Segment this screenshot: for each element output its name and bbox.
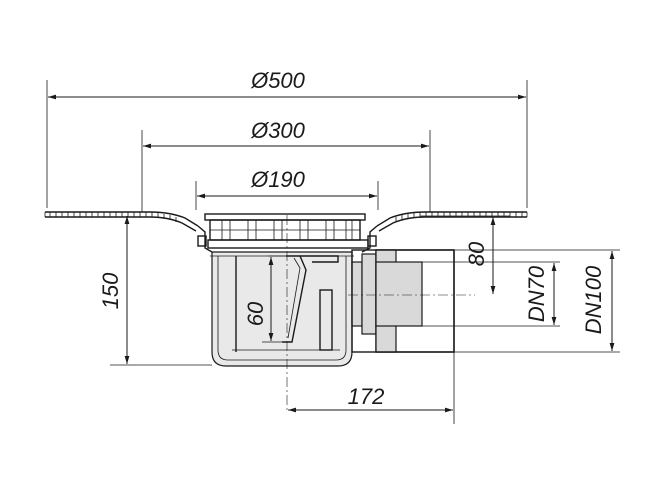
dimension-d500: Ø500 bbox=[46, 68, 528, 208]
dimension-h60-label: 60 bbox=[243, 301, 268, 326]
dimension-dn100-label: DN100 bbox=[581, 265, 606, 334]
dimension-d300: Ø300 bbox=[141, 118, 431, 212]
dimension-h150-label: 150 bbox=[98, 272, 123, 309]
flange-sheet bbox=[44, 211, 528, 232]
gully-body bbox=[210, 251, 354, 367]
dimension-dn70-label: DN70 bbox=[524, 265, 549, 322]
dimension-d500-label: Ø500 bbox=[250, 68, 306, 93]
outlet-pipe bbox=[351, 249, 455, 353]
perforation-right bbox=[395, 212, 523, 222]
dimension-dn70: DN70 bbox=[422, 261, 560, 327]
dimension-w172-label: 172 bbox=[348, 384, 385, 409]
perforation-left bbox=[49, 212, 177, 222]
dimension-h60: 60 bbox=[243, 255, 292, 343]
dimension-d190-label: Ø190 bbox=[250, 167, 306, 192]
dimension-dn100: DN100 bbox=[454, 249, 620, 353]
dimension-d190: Ø190 bbox=[195, 167, 379, 210]
grate-frame bbox=[197, 213, 378, 253]
dimension-d300-label: Ø300 bbox=[250, 118, 306, 143]
dimension-w172: 172 bbox=[288, 352, 455, 424]
dimension-h80: 80 bbox=[420, 215, 510, 294]
dimension-h80-label: 80 bbox=[464, 241, 489, 266]
dimension-h150: 150 bbox=[98, 216, 212, 366]
